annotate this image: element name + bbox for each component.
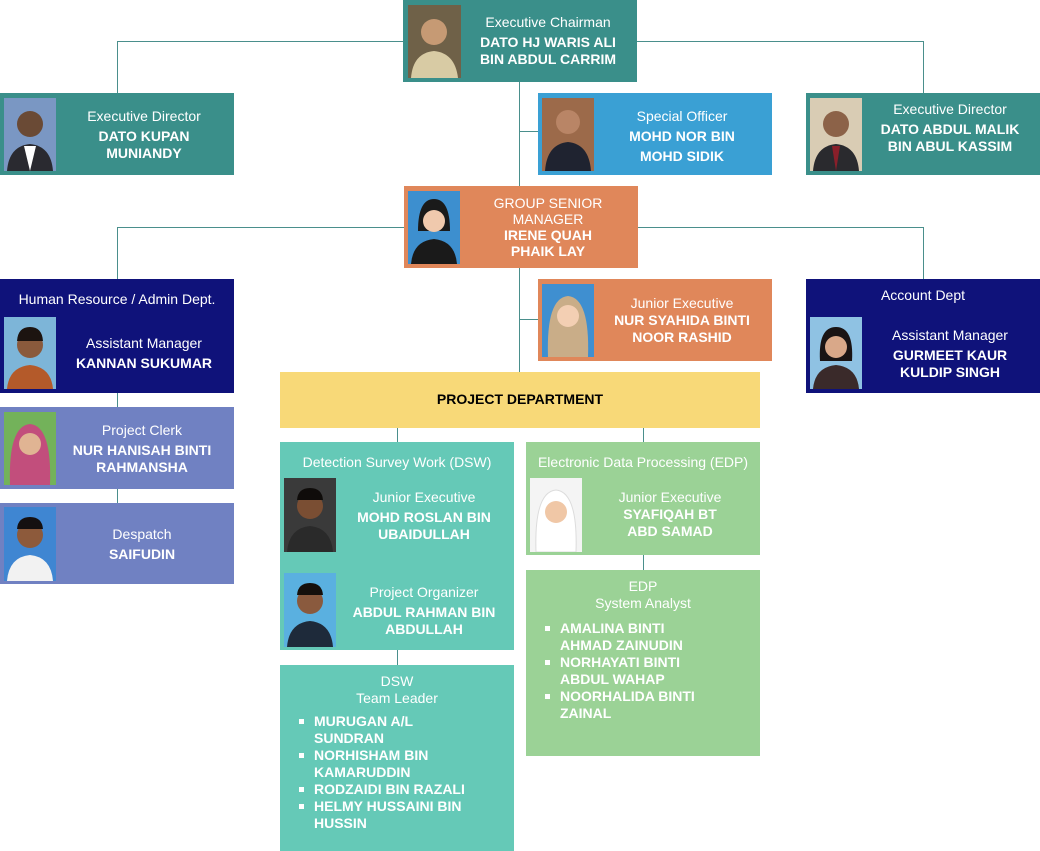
despatch-photo	[4, 507, 56, 581]
list-item: RODZAIDI BIN RAZALI	[294, 781, 504, 798]
special-officer-role: Special Officer	[636, 108, 728, 124]
project-clerk-role: Project Clerk	[101, 422, 183, 438]
gsm-role-line1: GROUP SENIOR	[493, 195, 603, 211]
gsm-name-line2: PHAIK LAY	[510, 243, 586, 259]
account-dept-title: Account Dept	[880, 287, 966, 303]
project-clerk-photo	[4, 412, 56, 485]
connector-project-to-dsw	[397, 428, 398, 442]
gsm-role-line2: MANAGER	[512, 211, 584, 227]
hr-admin-photo	[4, 317, 56, 389]
edp-junior-name-line2: ABD SAMAD	[627, 523, 713, 539]
chairman-name-line2: BIN ABDUL CARRIM	[479, 51, 617, 67]
edp-junior-photo	[530, 478, 582, 552]
account-dept-box: Account Dept Assistant Manager GURMEET K…	[806, 279, 1040, 393]
junior-exec-top-name-line2: NOOR RASHID	[632, 329, 732, 345]
exec-director-right-name-line2: BIN ABUL KASSIM	[887, 138, 1013, 154]
account-dept-name-line2: KULDIP SINGH	[899, 364, 1001, 380]
connector-junior-exec	[519, 319, 539, 320]
gsm-name-line1: IRENE QUAH	[504, 227, 592, 243]
project-clerk-name-line2: RAHMANSHA	[96, 459, 188, 475]
connector-special-officer	[519, 131, 539, 132]
project-clerk-name-line1: NUR HANISAH BINTI	[72, 442, 212, 458]
edp-analyst-title-line2: System Analyst	[595, 595, 691, 611]
connector-project-to-edp	[643, 428, 644, 442]
edp-junior-role: Junior Executive	[618, 489, 722, 505]
special-officer-name-line1: MOHD NOR BIN	[629, 128, 735, 144]
edp-box: Electronic Data Processing (EDP) Junior …	[526, 442, 760, 555]
project-clerk-box: Project Clerk NUR HANISAH BINTI RAHMANSH…	[0, 407, 234, 489]
edp-title: Electronic Data Processing (EDP)	[537, 454, 749, 470]
dsw-team-title-line1: DSW	[380, 673, 414, 689]
despatch-box: Despatch SAIFUDIN	[0, 503, 234, 584]
dsw-junior-name-line1: MOHD ROSLAN BIN	[357, 509, 491, 525]
account-dept-name-line1: GURMEET KAUR	[892, 347, 1008, 363]
chairman-photo	[408, 5, 461, 78]
special-officer-name-line2: MOHD SIDIK	[640, 148, 724, 164]
hr-admin-name: KANNAN SUKUMAR	[75, 355, 213, 371]
dsw-junior-name-line2: UBAIDULLAH	[378, 526, 470, 542]
exec-director-right-box: Executive Director DATO ABDUL MALIK BIN …	[806, 93, 1040, 175]
dsw-junior-photo	[284, 478, 336, 552]
connector-mid-right-drop	[923, 227, 924, 279]
chairman-name-line1: DATO HJ WARIS ALI	[480, 34, 616, 50]
account-dept-photo	[810, 317, 862, 389]
connector-mid-left-drop	[117, 227, 118, 279]
hr-admin-dept-title: Human Resource / Admin Dept.	[18, 291, 216, 307]
hr-admin-box: Human Resource / Admin Dept. Assistant M…	[0, 279, 234, 393]
chairman-role: Executive Chairman	[485, 14, 611, 30]
project-department-box: PROJECT DEPARTMENT	[280, 372, 760, 428]
hr-admin-role: Assistant Manager	[86, 335, 202, 351]
despatch-role: Despatch	[112, 526, 172, 542]
dsw-organizer-name-line2: ABDULLAH	[385, 621, 463, 637]
special-officer-box: Special Officer MOHD NOR BIN MOHD SIDIK	[538, 93, 772, 175]
edp-analyst-title-line1: EDP	[628, 578, 658, 594]
connector-edp-to-analyst	[643, 555, 644, 570]
dsw-junior-role: Junior Executive	[372, 489, 476, 505]
project-department-title: PROJECT DEPARTMENT	[436, 391, 604, 407]
connector-dsw-to-team	[397, 650, 398, 665]
connector-top-right-drop	[923, 41, 924, 93]
exec-director-left-photo	[4, 98, 56, 171]
exec-director-left-name-line2: MUNIANDY	[106, 145, 182, 161]
junior-exec-top-box: Junior Executive NUR SYAHIDA BINTI NOOR …	[538, 279, 772, 361]
exec-director-right-role: Executive Director	[893, 101, 1007, 117]
junior-exec-top-photo	[542, 284, 594, 357]
exec-director-right-name-line1: DATO ABDUL MALIK	[880, 121, 1020, 137]
dsw-organizer-photo	[284, 573, 336, 647]
dsw-organizer-role: Project Organizer	[369, 584, 479, 600]
connector-gsm-to-project	[519, 268, 520, 372]
exec-director-left-box: Executive Director DATO KUPAN MUNIANDY	[0, 93, 234, 175]
special-officer-photo	[542, 98, 594, 171]
despatch-name: SAIFUDIN	[108, 546, 176, 562]
junior-exec-top-role: Junior Executive	[630, 295, 734, 311]
group-senior-manager-photo	[408, 191, 460, 264]
dsw-title: Detection Survey Work (DSW)	[302, 454, 492, 470]
connector-chairman-to-gsm	[519, 82, 520, 186]
dsw-box: Detection Survey Work (DSW) Junior Execu…	[280, 442, 514, 650]
dsw-organizer-name-line1: ABDUL RAHMAN BIN	[352, 604, 496, 620]
exec-director-left-role: Executive Director	[87, 108, 201, 124]
account-dept-role: Assistant Manager	[892, 327, 1008, 343]
exec-director-right-photo	[810, 98, 862, 171]
edp-junior-name-line1: SYAFIQAH BT	[623, 506, 717, 522]
exec-director-left-name-line1: DATO KUPAN	[98, 128, 190, 144]
connector-top-left-drop	[117, 41, 118, 93]
junior-exec-top-name-line1: NUR SYAHIDA BINTI	[614, 312, 750, 328]
chairman-box: Executive Chairman DATO HJ WARIS ALI BIN…	[403, 0, 637, 82]
dsw-team-title-line2: Team Leader	[356, 690, 438, 706]
group-senior-manager-box: GROUP SENIOR MANAGER IRENE QUAH PHAIK LA…	[404, 186, 638, 268]
